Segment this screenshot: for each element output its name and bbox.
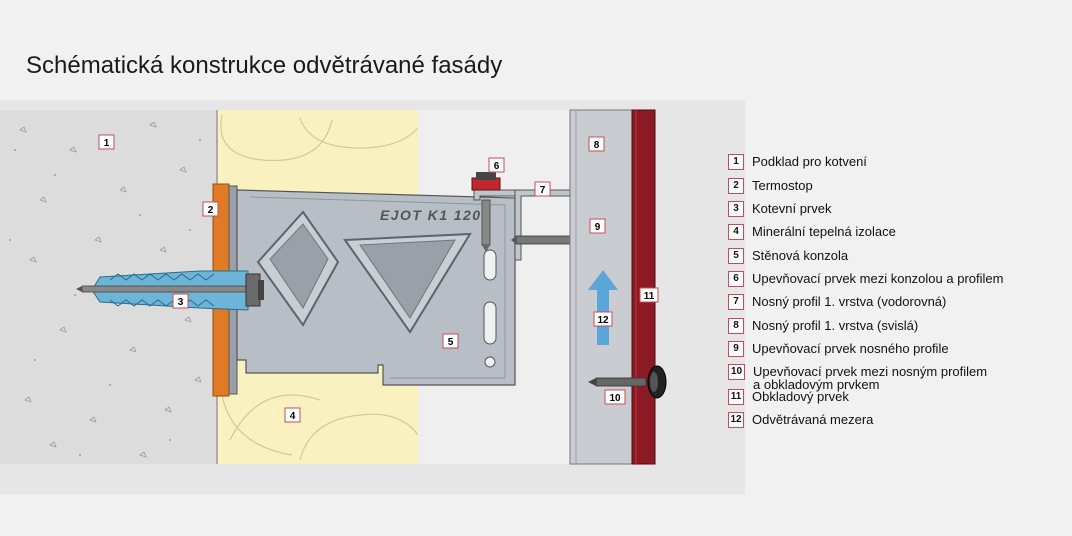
legend-label: Kotevní prvek bbox=[752, 201, 832, 216]
legend-label: Nosný profil 1. vrstva (vodorovná) bbox=[752, 294, 947, 309]
markers: 1 2 3 4 5 6 7 8 9 10 11 12 bbox=[98, 134, 659, 423]
legend-item: 10 Upevňovací prvek mezi nosným profilem… bbox=[728, 364, 987, 391]
svg-text:5: 5 bbox=[448, 337, 454, 348]
svg-text:6: 6 bbox=[494, 161, 500, 172]
legend-number: 1 bbox=[728, 154, 744, 170]
screw-6 bbox=[471, 172, 501, 252]
legend-label: Nosný profil 1. vrstva (svislá) bbox=[752, 318, 919, 333]
svg-text:4: 4 bbox=[290, 411, 296, 422]
svg-text:3: 3 bbox=[178, 297, 184, 308]
svg-text:11: 11 bbox=[644, 291, 655, 302]
legend-item: 9 Upevňovací prvek nosného profile bbox=[728, 341, 949, 357]
legend-number: 10 bbox=[728, 364, 745, 380]
marker-4 bbox=[284, 407, 301, 423]
legend-item: 4 Minerální tepelná izolace bbox=[728, 224, 896, 240]
svg-text:12: 12 bbox=[597, 315, 609, 326]
svg-text:8: 8 bbox=[594, 140, 600, 151]
legend-number: 5 bbox=[728, 248, 744, 264]
anchor-3 bbox=[76, 270, 264, 311]
profile-flange bbox=[514, 190, 522, 261]
legend-label: Upevňovací prvek mezi nosným profilem a … bbox=[753, 364, 988, 392]
legend-number: 11 bbox=[728, 389, 744, 405]
legend-item: 11 Obkladový prvek bbox=[728, 389, 849, 405]
legend-item: 5 Stěnová konzola bbox=[728, 248, 848, 264]
screw-10 bbox=[588, 365, 667, 399]
marker-11 bbox=[639, 287, 659, 303]
legend-label: Minerální tepelná izolace bbox=[752, 224, 896, 239]
marker-8 bbox=[588, 136, 605, 152]
legend-number: 9 bbox=[728, 341, 744, 357]
legend-number: 3 bbox=[728, 201, 744, 217]
legend-label: Upevňovací prvek mezi konzolou a profile… bbox=[752, 271, 1004, 286]
marker-5 bbox=[442, 333, 459, 349]
legend-item: 3 Kotevní prvek bbox=[728, 201, 832, 217]
marker-1 bbox=[98, 134, 115, 150]
legend-item: 1 Podklad pro kotvení bbox=[728, 154, 867, 170]
legend-number: 6 bbox=[728, 271, 744, 287]
page-title: Schématická konstrukce odvětrávané fasád… bbox=[26, 52, 503, 79]
legend-item: 7 Nosný profil 1. vrstva (vodorovná) bbox=[728, 294, 946, 310]
marker-9 bbox=[589, 218, 606, 234]
svg-text:2: 2 bbox=[208, 205, 214, 216]
legend-number: 2 bbox=[728, 178, 744, 194]
legend-item: 8 Nosný profil 1. vrstva (svislá) bbox=[728, 318, 918, 334]
legend-label: Odvětrávaná mezera bbox=[752, 412, 874, 427]
svg-text:7: 7 bbox=[540, 185, 546, 196]
concrete-texture bbox=[19, 121, 202, 458]
facade-diagram: EJOT K1 120 bbox=[0, 100, 745, 494]
legend-number: 7 bbox=[728, 294, 744, 310]
legend-label: Termostop bbox=[752, 178, 813, 193]
legend-label: Podklad pro kotvení bbox=[752, 154, 867, 169]
marker-3 bbox=[172, 293, 189, 309]
marker-10 bbox=[604, 389, 626, 405]
legend-item: 2 Termostop bbox=[728, 178, 813, 194]
legend-label: Upevňovací prvek nosného profile bbox=[752, 341, 949, 356]
legend-label: Obkladový prvek bbox=[752, 389, 849, 404]
legend-number: 4 bbox=[728, 224, 744, 240]
cladding-panel bbox=[631, 109, 656, 465]
marker-2 bbox=[202, 201, 219, 217]
svg-text:1: 1 bbox=[104, 138, 110, 149]
svg-text:9: 9 bbox=[595, 222, 601, 233]
airflow-arrow bbox=[588, 270, 618, 345]
legend-item: 6 Upevňovací prvek mezi konzolou a profi… bbox=[728, 271, 1003, 287]
marker-12 bbox=[593, 311, 613, 327]
legend-item: 12 Odvětrávaná mezera bbox=[728, 412, 873, 428]
marker-6 bbox=[488, 157, 505, 173]
legend-label: Stěnová konzola bbox=[752, 248, 849, 263]
bracket-label: EJOT K1 120 bbox=[380, 207, 480, 223]
legend-number: 8 bbox=[728, 318, 744, 334]
marker-7 bbox=[534, 181, 551, 197]
svg-text:10: 10 bbox=[609, 393, 621, 404]
legend-number: 12 bbox=[728, 412, 744, 428]
